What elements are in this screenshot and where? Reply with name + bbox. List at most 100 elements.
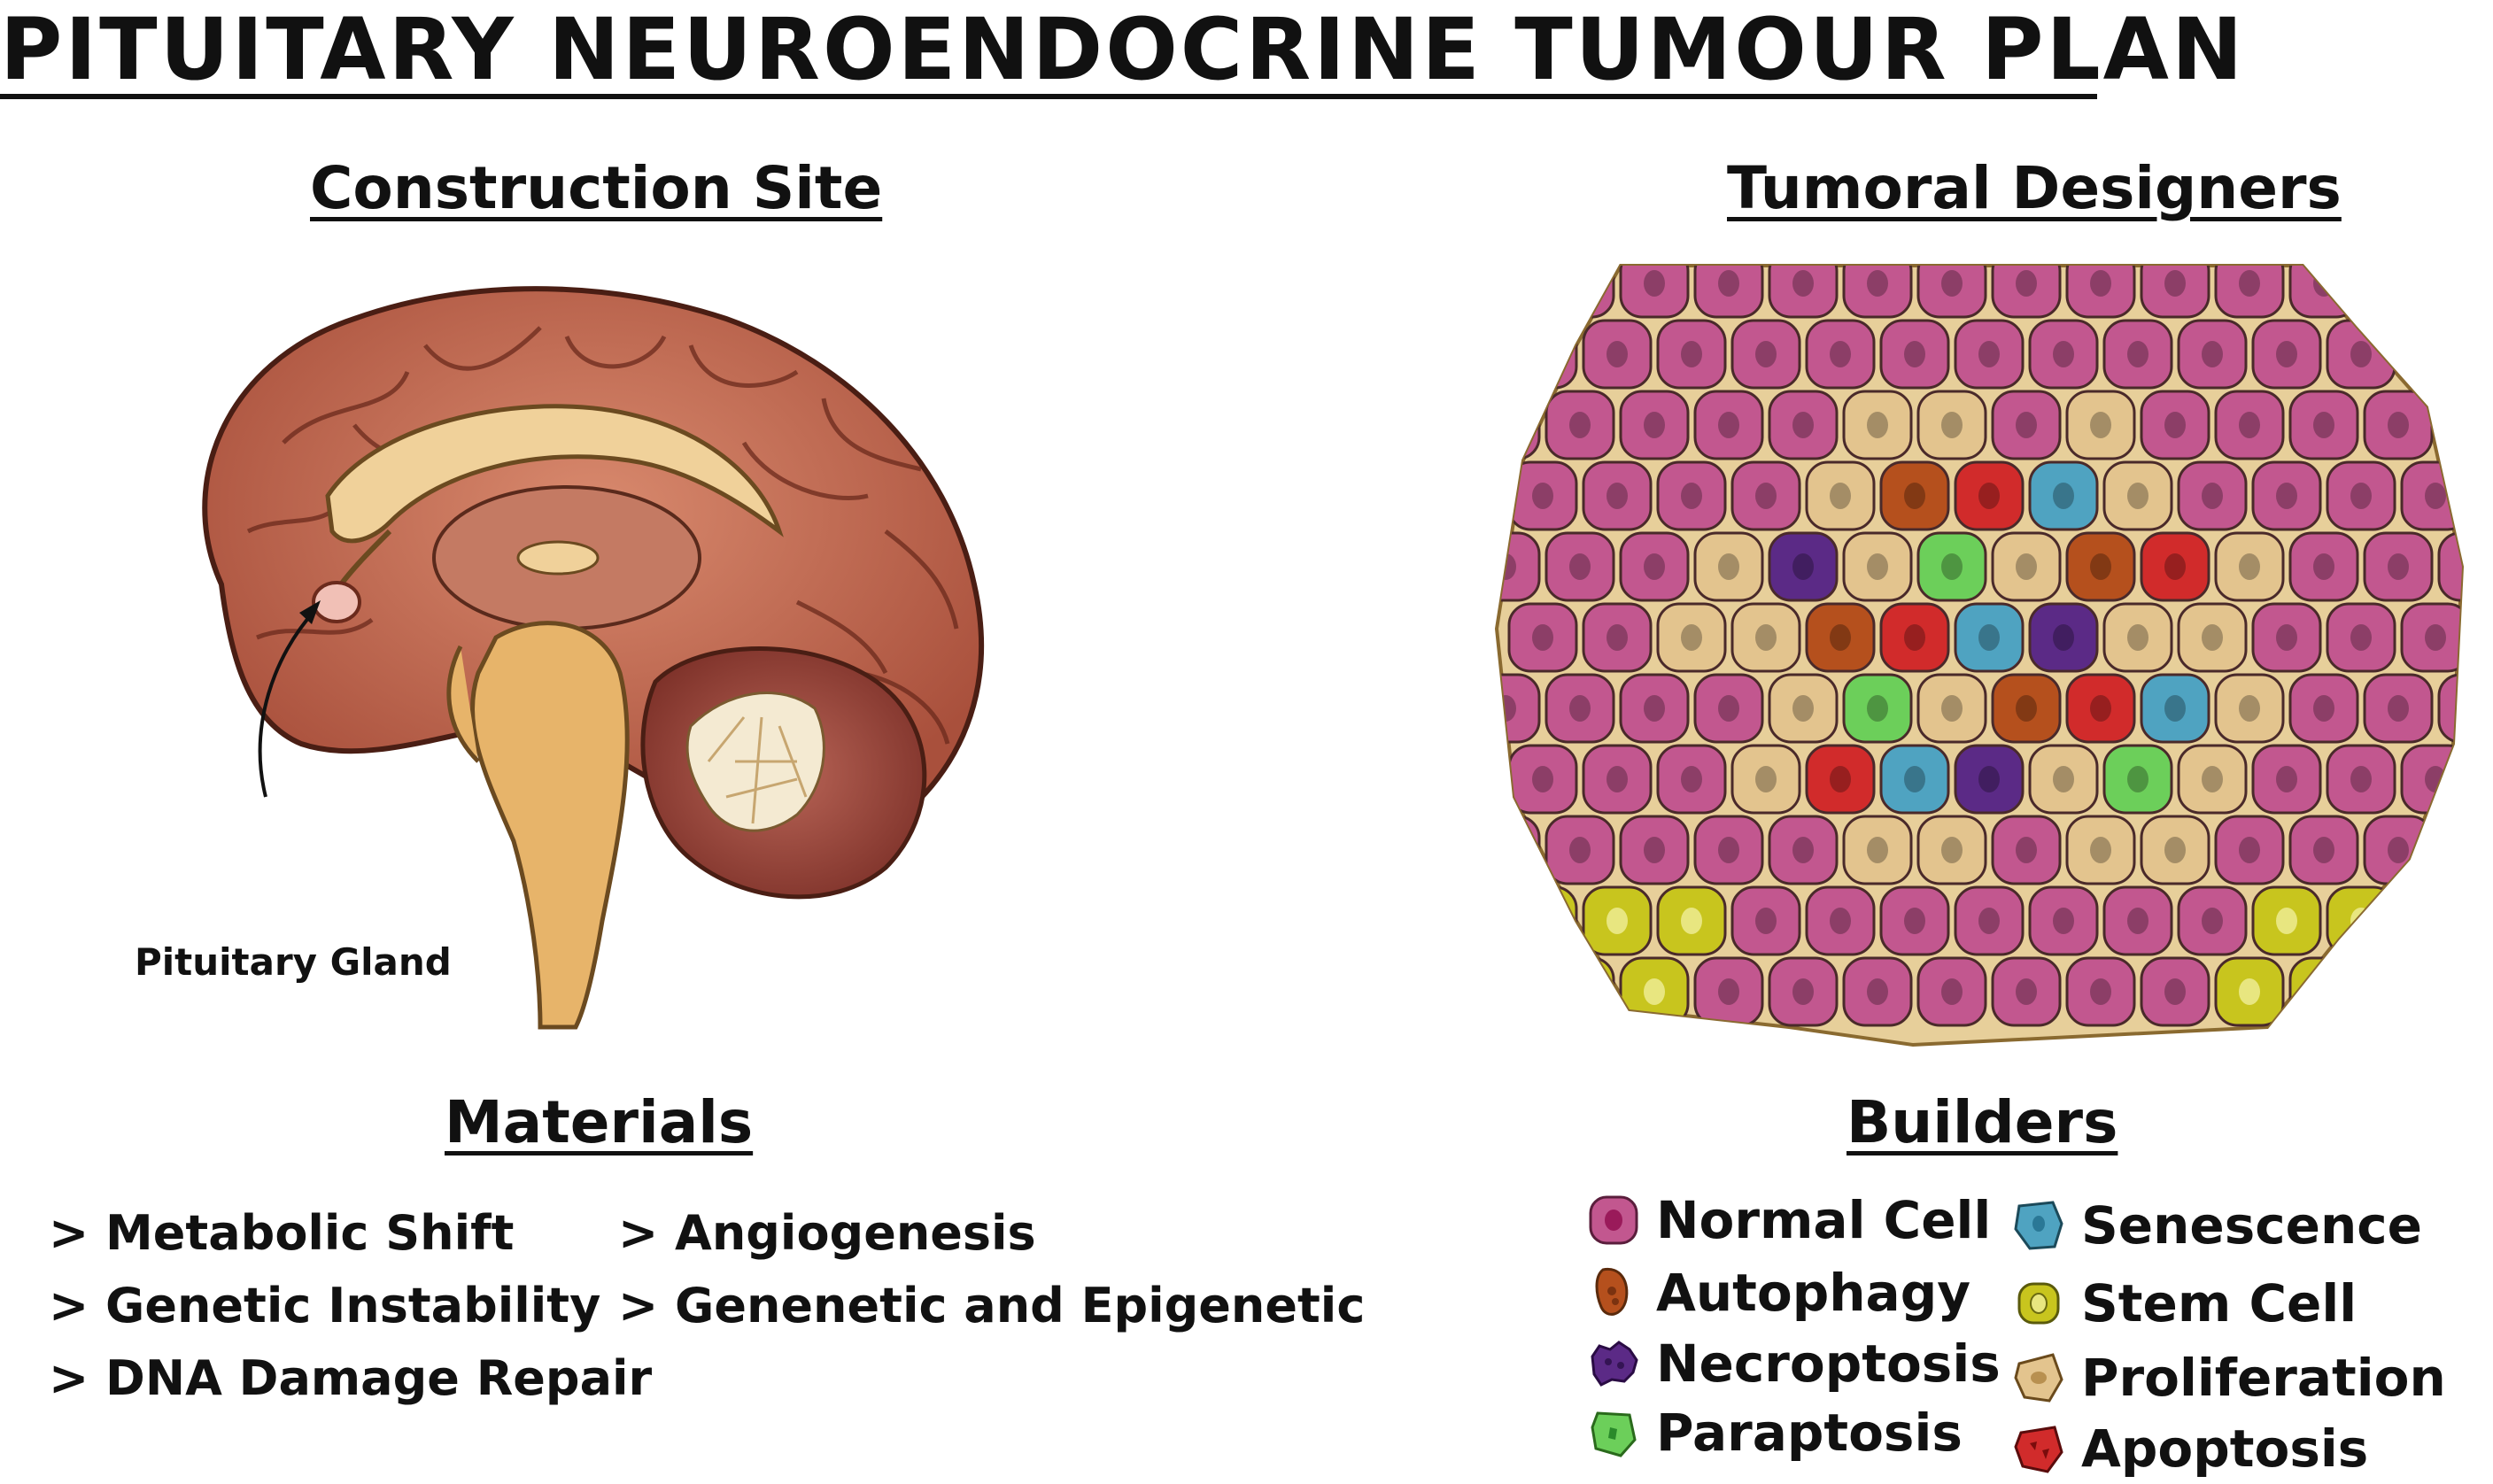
normal-cell-cell [2028,885,2099,956]
cell-nucleus [2164,837,2186,863]
senescence-cell-cell [1954,602,2025,673]
stem-cell-cell [2476,887,2489,955]
normal-cell-cell [1879,885,1950,956]
cell-nucleus [2053,766,2074,792]
cell-nucleus [1569,695,1591,722]
normal-cell-cell [1619,531,1690,602]
cell-nucleus [1867,695,1888,722]
normal-cell-cell [2288,531,2359,602]
normal-cell-cell [1991,390,2062,460]
normal-cell-cell [1507,319,1578,390]
cell-nucleus [2276,624,2297,651]
cell-nucleus [2462,270,2483,297]
materials-column-2: > Angiogenesis > Genenetic and Epigeneti… [618,1197,1365,1342]
legend-autophagy: Autophagy [1585,1257,1970,1328]
normal-cell-cell [2437,673,2462,744]
proliferation-cell-cell [2065,815,2136,885]
cell-nucleus [1792,978,1814,1005]
cell-nucleus [2090,695,2111,722]
cell-nucleus [2276,766,2297,792]
cell-nucleus [1830,908,1851,934]
senescence-cell-cell [1879,744,1950,815]
normal-cell-cell [1954,319,2025,390]
cell-nucleus [2090,553,2111,580]
cell-nucleus [2313,553,2334,580]
normal-cell-cell [1545,673,1615,744]
cell-nucleus [1718,837,1739,863]
cell-nucleus [1978,341,2000,367]
cell-nucleus [1497,837,1516,863]
cell-nucleus [1904,908,1925,934]
normal-cell-cell [1916,266,1987,319]
necroptosis-cell-cell [2028,602,2099,673]
normal-cell-cell [1507,602,1578,673]
apoptosis-cell-cell [1954,460,2025,531]
normal-cell-cell [1582,460,1653,531]
cell-nucleus [1532,341,1553,367]
normal-cell-cell [2177,885,2248,956]
cell-nucleus [1792,412,1814,438]
cell-nucleus [1644,978,1665,1005]
cell-nucleus [1867,978,1888,1005]
normal-cell-cell [2363,531,2434,602]
autophagy-cell-cell [1805,602,1876,673]
tumoral-designers-heading: Tumoral Designers [1727,154,2342,222]
normal-cell-cell [1730,319,1801,390]
cell-nucleus [1681,624,1702,651]
proliferation-cell-cell [1991,531,2062,602]
cell-nucleus [2127,908,2148,934]
cell-nucleus [1867,837,1888,863]
materials-item: > Genetic Instability [49,1278,601,1333]
callout-arrow [258,609,316,798]
cell-nucleus [1792,695,1814,722]
necroptosis-cell-cell [1954,744,2025,815]
cell-nucleus [1718,695,1739,722]
normal-cell-cell [1768,815,1839,885]
paraptosis-cell-cell [2102,744,2173,815]
normal-cell-cell [1656,744,1727,815]
normal-cell-cell [1916,956,1987,1027]
cell-nucleus [1867,553,1888,580]
normal-cell-cell [1545,390,1615,460]
normal-cell-cell [1545,266,1615,319]
normal-cell-cell [2028,319,2099,390]
apoptosis-cell-cell [2065,673,2136,744]
stem-cell-icon [2017,1282,2060,1325]
cell-nucleus [1941,978,1963,1005]
cell-nucleus [2425,341,2446,367]
cell-nucleus [2276,341,2297,367]
normal-cell-cell [2177,319,2248,390]
cell-nucleus [1569,270,1591,297]
cell-nucleus [1904,341,1925,367]
proliferation-cell-cell [1768,673,1839,744]
cell-nucleus [1681,483,1702,509]
cell-nucleus [2016,695,2037,722]
normal-cell-cell [1582,744,1653,815]
cell-nucleus [1644,695,1665,722]
cell-nucleus [2313,270,2334,297]
proliferation-cell-cell [1916,390,1987,460]
normal-cell-cell [2140,266,2210,319]
materials-item: > Genenetic and Epigenetic [618,1278,1366,1333]
cell-nucleus [2350,908,2372,934]
cell-nucleus [1681,341,1702,367]
cell-nucleus [2127,766,2148,792]
cell-nucleus [2388,837,2409,863]
cell-nucleus [2164,695,2186,722]
cell-nucleus [2350,624,2372,651]
cell-nucleus [2090,837,2111,863]
legend-necroptosis: Necroptosis [1585,1328,2001,1399]
legend-stem-cell: Stem Cell [2010,1268,2357,1339]
cell-nucleus [2016,412,2037,438]
normal-cell-cell [1730,460,1801,531]
cell-nucleus [2202,624,2223,651]
cell-nucleus [1607,624,1628,651]
cell-nucleus [2350,766,2372,792]
cell-nucleus [1755,766,1777,792]
normal-cell-icon [1589,1195,1638,1245]
apoptosis-cell-icon [2014,1426,2063,1473]
cell-nucleus [2127,483,2148,509]
stem-cell-cell [2400,885,2462,956]
cell-nucleus [1644,270,1665,297]
normal-cell-cell [2251,744,2322,815]
